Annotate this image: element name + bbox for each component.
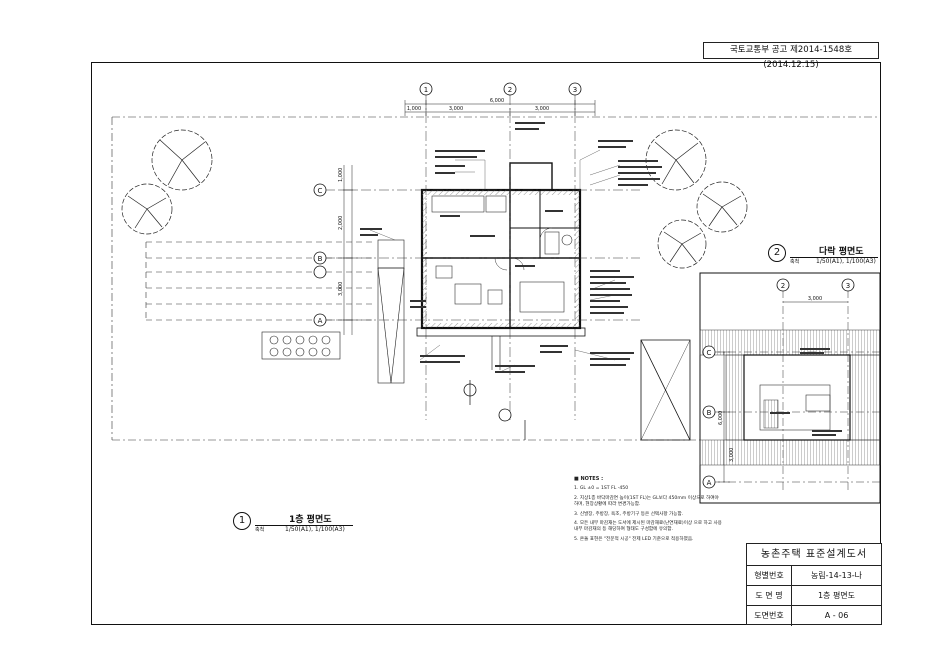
section-markers bbox=[469, 380, 526, 440]
note-item: 2. 지상1층 바닥마감면 높이(1ST FL)는 GL보다 450mm 이상으… bbox=[574, 495, 719, 508]
type-number-value: 농림-14-13-나 bbox=[810, 571, 863, 580]
roof-plan-title: 다락 평면도 bbox=[819, 247, 864, 257]
title-block-row: 형별번호 농림-14-13-나 bbox=[747, 566, 881, 586]
title-block-row: 도면번호 A - 06 bbox=[747, 606, 881, 626]
roof-grid-row-a: A bbox=[707, 479, 712, 487]
grid-bubbles-main bbox=[313, 82, 582, 422]
site-boundary bbox=[111, 116, 880, 441]
type-number-label: 형별번호 bbox=[747, 566, 792, 585]
roof-grid-bubbles bbox=[702, 278, 855, 489]
grid-row-c: C bbox=[318, 187, 323, 195]
grid-row-a: A bbox=[318, 317, 323, 325]
grid-col-1: 1 bbox=[424, 86, 428, 94]
main-plan-number: 1 bbox=[233, 512, 251, 530]
dim-side-3: 2,000 bbox=[338, 216, 344, 230]
note-item: 4. 모든 내부 마감재는 도서에 제시된 마감재료(난연재료)이상 으로 하고… bbox=[574, 521, 722, 533]
dimension-lines-side bbox=[340, 165, 356, 335]
drawing-number-value: A - 06 bbox=[824, 611, 849, 620]
title-block-row: 도 면 명 1층 평면도 bbox=[747, 586, 881, 606]
dim-total: 6,000 bbox=[490, 98, 504, 104]
roof-grid-row-c: C bbox=[707, 349, 712, 357]
dim-side-1: 1,000 bbox=[338, 168, 344, 182]
tree-symbols-right bbox=[645, 129, 748, 269]
roof-plan-frame bbox=[699, 272, 881, 504]
main-plan-title: 1층 평면도 bbox=[289, 515, 332, 525]
callout-leaders bbox=[369, 149, 621, 373]
lower-roof-shape bbox=[640, 339, 691, 441]
roof-dim-top: 3,000 bbox=[808, 296, 822, 302]
title-block-header: 농촌주택 표준설계도서 bbox=[747, 544, 881, 566]
drawing-name-label: 도 면 명 bbox=[747, 586, 792, 605]
roof-dim-a: 3,000 bbox=[729, 448, 735, 462]
main-plan-scale: 1/50(A1), 1/100(A3) bbox=[285, 526, 345, 533]
roof-dim-side: 6,000 bbox=[718, 411, 724, 425]
roof-plan-number: 2 bbox=[768, 244, 786, 262]
roof-plan-scale-tag: 축척 bbox=[790, 259, 800, 265]
roof-plan-scale: 1/50(A1), 1/100(A3) bbox=[816, 258, 876, 265]
jar-stand bbox=[261, 331, 341, 360]
entrance-ramp bbox=[377, 239, 405, 384]
roof-callouts bbox=[770, 348, 842, 436]
grid-col-2: 2 bbox=[508, 86, 512, 94]
drawing-number-label: 도면번호 bbox=[747, 606, 792, 626]
note-item: 5. 온돌 표현은 "전문적 시공" 전제 LED 기준으로 적용하였음. bbox=[574, 536, 694, 542]
roof-grid-col-3: 3 bbox=[846, 282, 850, 290]
dim-side-2: 3,000 bbox=[338, 282, 344, 296]
note-item: 1. GL ±0 = 1ST FL -450 bbox=[574, 486, 629, 492]
dimension-lines-top bbox=[404, 100, 596, 116]
tree-symbols-left bbox=[121, 129, 213, 235]
roof-plan-grid bbox=[712, 290, 880, 490]
parking-lanes bbox=[145, 241, 375, 321]
main-plan-scale-tag: 축척 bbox=[255, 527, 265, 533]
note-item: 3. 신발장, 주방장, 욕조, 주방기구 등은 선택사항 가능함. bbox=[574, 511, 684, 517]
title-block: 농촌주택 표준설계도서 형별번호 농림-14-13-나 도 면 명 1층 평면도… bbox=[746, 543, 882, 626]
dim-left: 3,000 bbox=[449, 106, 463, 112]
public-notice-label: 국토교통부 공고 제2014-1548호(2014.12.15) bbox=[703, 42, 879, 70]
grid-col-3: 3 bbox=[573, 86, 577, 94]
roof-grid-row-b: B bbox=[707, 409, 712, 417]
roof-grid-col-2: 2 bbox=[781, 282, 785, 290]
grid-row-b: B bbox=[318, 255, 323, 263]
roof-plan-dims bbox=[718, 301, 848, 483]
dim-right: 3,000 bbox=[535, 106, 549, 112]
drawing-name-value: 1층 평면도 bbox=[817, 591, 856, 600]
drawing-notes: ■ NOTES : 1. GL ±0 = 1ST FL -450 2. 지상1층… bbox=[574, 476, 724, 546]
notes-heading: ■ NOTES : bbox=[574, 476, 604, 482]
dim-outer: 1,000 bbox=[407, 106, 421, 112]
callout-text-blocks bbox=[360, 122, 662, 373]
building-walls bbox=[416, 162, 586, 370]
